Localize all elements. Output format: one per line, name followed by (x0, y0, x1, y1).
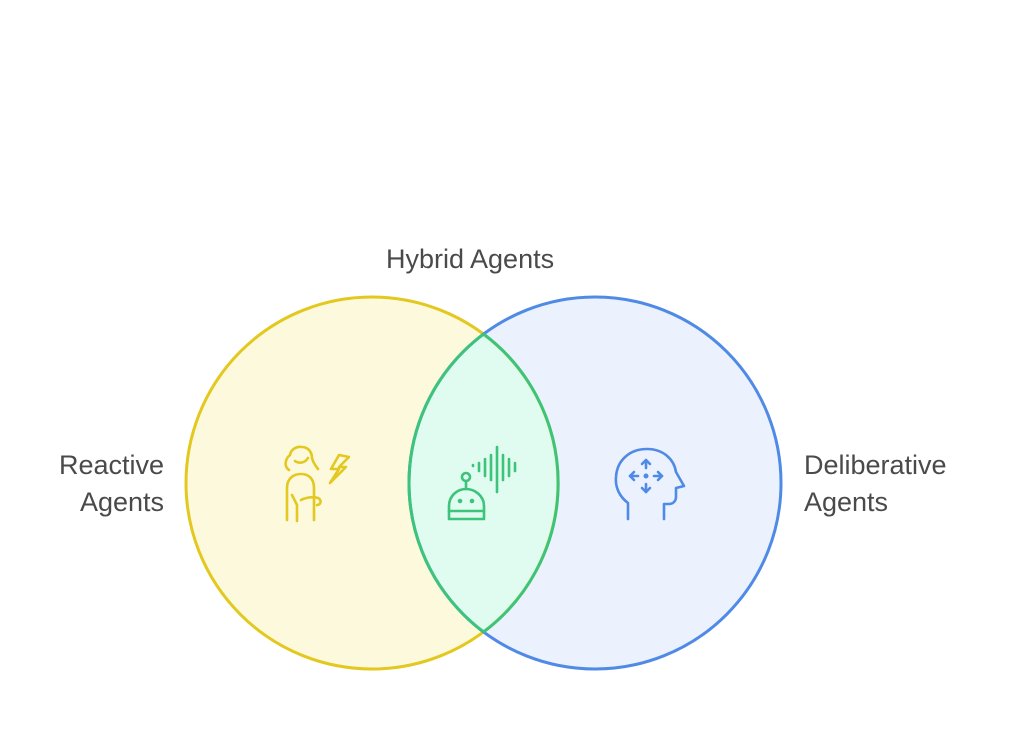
head-arrows-icon (614, 447, 686, 521)
robot-soundwave-icon (447, 445, 517, 521)
reactive-agents-label: Reactive Agents (59, 447, 164, 521)
hybrid-agents-label-text: Hybrid Agents (386, 244, 555, 274)
hybrid-lens-outline-left (407, 297, 558, 669)
deliberative-agents-label: Deliberative Agents (804, 447, 947, 521)
hybrid-agents-intersection (409, 297, 558, 669)
person-lightning-icon (284, 445, 351, 523)
deliberative-agents-label-line2: Agents (804, 487, 889, 517)
reactive-agents-label-line1: Reactive (58, 450, 164, 480)
reactive-agents-label-line2: Agents (79, 487, 164, 517)
deliberative-agents-label-line1: Deliberative (804, 450, 947, 480)
hybrid-lens-outline-right (482, 332, 560, 634)
hybrid-agents-label: Hybrid Agents (386, 241, 586, 278)
